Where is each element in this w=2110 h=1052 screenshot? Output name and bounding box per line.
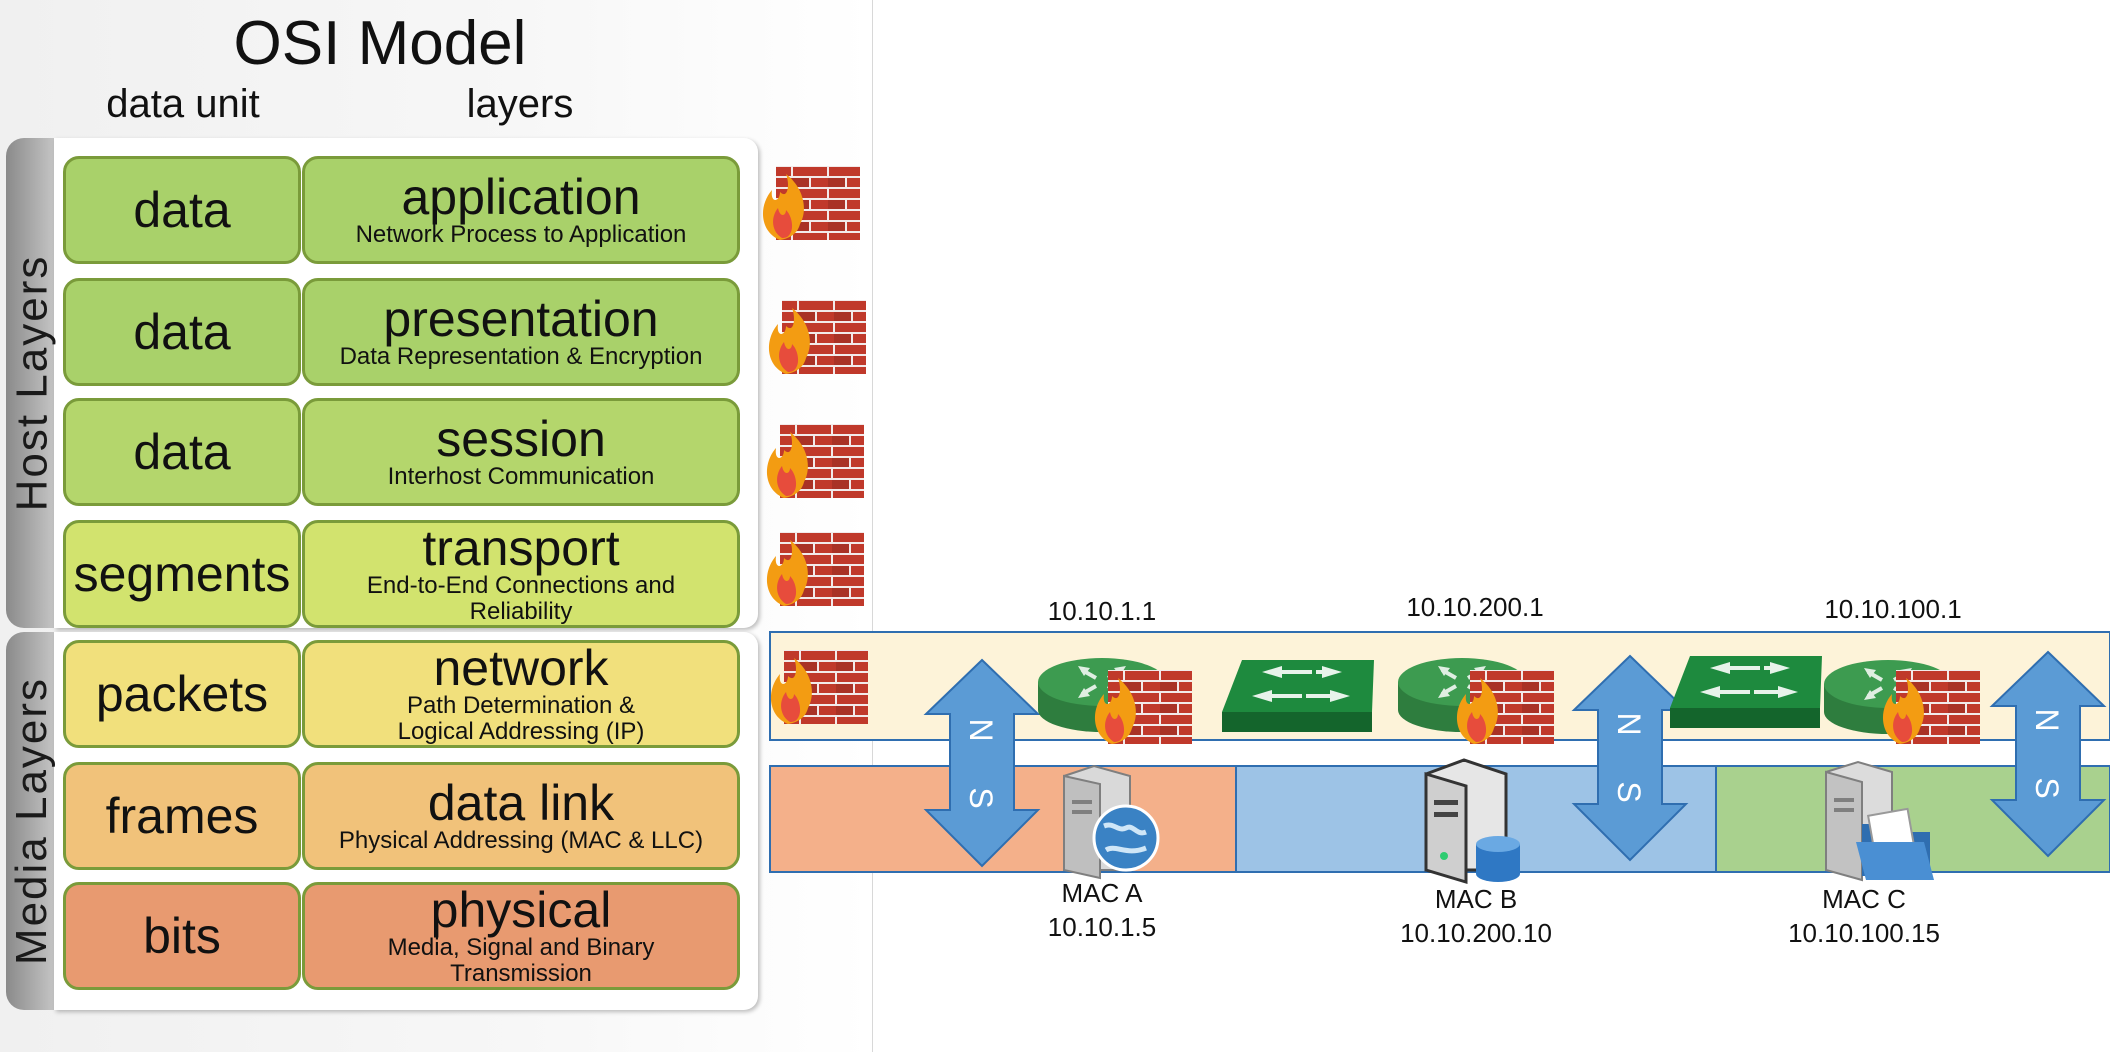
firewall-icon bbox=[1094, 670, 1192, 744]
data-unit-text: data bbox=[133, 424, 231, 480]
firewall-icon bbox=[766, 424, 864, 498]
router-ip-label: 10.10.200.1 bbox=[1406, 592, 1544, 622]
layer-name: network bbox=[433, 640, 609, 696]
svg-text:N: N bbox=[963, 718, 999, 741]
osi-title: OSI Model bbox=[233, 9, 527, 78]
layer-name: data link bbox=[427, 775, 615, 831]
layer-description: Data Representation & Encryption bbox=[339, 343, 703, 370]
north-south-arrow: N S bbox=[1571, 654, 1689, 862]
router-ip-label: 10.10.1.1 bbox=[1047, 596, 1157, 626]
svg-text:S: S bbox=[2029, 777, 2065, 798]
layer-description: Network Process to Application bbox=[355, 221, 687, 248]
file-server-icon bbox=[1825, 760, 1934, 882]
data-unit-cell: data bbox=[63, 156, 301, 264]
switch-icon bbox=[1670, 656, 1822, 728]
layer-name: session bbox=[436, 411, 606, 467]
host-mac-label: MAC B bbox=[1434, 884, 1518, 914]
data-unit-text: data bbox=[133, 182, 231, 238]
data-unit-cell: frames bbox=[63, 762, 301, 870]
data-unit-cell: data bbox=[63, 278, 301, 386]
data-unit-text: packets bbox=[95, 666, 269, 722]
data-unit-cell: segments bbox=[63, 520, 301, 628]
svg-text:N: N bbox=[2029, 708, 2065, 731]
data-unit-cell: packets bbox=[63, 640, 301, 748]
firewall-icon bbox=[1882, 670, 1980, 744]
firewall-icon bbox=[770, 650, 868, 724]
data-unit-text: bits bbox=[143, 908, 221, 964]
layer-description: End-to-End Connections and Reliability bbox=[366, 572, 676, 625]
firewall-icon bbox=[766, 532, 864, 606]
column-header-layers: layers bbox=[466, 82, 574, 126]
layer-description: Path Determination & Logical Addressing … bbox=[397, 692, 645, 745]
svg-text:S: S bbox=[963, 787, 999, 808]
host-mac-label: MAC A bbox=[1061, 878, 1143, 908]
host-layers-bar bbox=[6, 138, 58, 628]
firewall-icon bbox=[762, 166, 860, 240]
layer-description: Interhost Communication bbox=[387, 463, 655, 490]
layer-name: physical bbox=[430, 882, 612, 938]
firewall-icon bbox=[1456, 670, 1554, 744]
media-layers-bar bbox=[6, 632, 58, 1010]
layer-description: Media, Signal and Binary Transmission bbox=[387, 934, 655, 987]
host-ip-label: 10.10.1.5 bbox=[1047, 912, 1157, 942]
database-server-icon bbox=[1424, 758, 1520, 885]
data-unit-text: segments bbox=[73, 546, 291, 602]
north-south-arrow: N S bbox=[923, 658, 1041, 868]
osi-model-panel: OSI Model data unit layers Host Layers M… bbox=[0, 0, 873, 1052]
switch-icon bbox=[1222, 660, 1374, 732]
firewall-icon bbox=[768, 300, 866, 374]
web-server-icon bbox=[1063, 764, 1160, 880]
data-unit-text: data bbox=[133, 304, 231, 360]
north-south-arrow: N S bbox=[1989, 650, 2107, 858]
layer-name: presentation bbox=[383, 291, 659, 347]
column-header-data-unit: data unit bbox=[106, 82, 260, 126]
data-unit-text: frames bbox=[105, 788, 259, 844]
host-mac-label: MAC C bbox=[1822, 884, 1906, 914]
layer-description: Physical Addressing (MAC & LLC) bbox=[338, 827, 704, 854]
data-unit-cell: data bbox=[63, 398, 301, 506]
host-ip-label: 10.10.100.15 bbox=[1788, 918, 1940, 948]
router-ip-label: 10.10.100.1 bbox=[1824, 594, 1962, 624]
svg-text:N: N bbox=[1611, 712, 1647, 735]
layer-name: application bbox=[401, 169, 641, 225]
layer-name: transport bbox=[422, 520, 620, 576]
data-unit-cell: bits bbox=[63, 882, 301, 990]
host-ip-label: 10.10.200.10 bbox=[1400, 918, 1552, 948]
svg-text:S: S bbox=[1611, 781, 1647, 802]
